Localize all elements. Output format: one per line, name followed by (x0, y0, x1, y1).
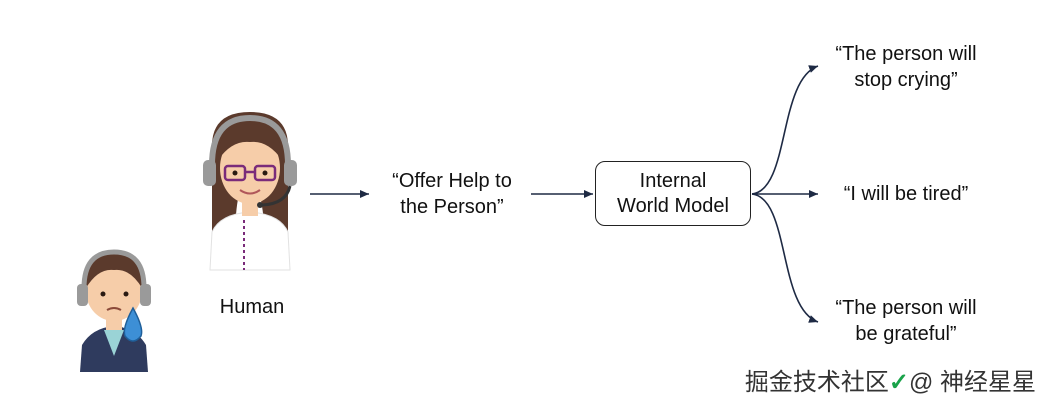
outcome-1-line-1: “The person will (835, 43, 977, 65)
model-line-1: Internal (639, 169, 707, 192)
watermark-at: @ 神经星星 (908, 369, 1036, 396)
human-label-text: Human (219, 296, 285, 318)
action-text: “Offer Help to the Person” (372, 168, 532, 220)
outcome-3: “The person will be grateful” (818, 295, 994, 347)
checkmark-icon: ✓ (888, 369, 909, 396)
internal-world-model-box: Internal World Model (595, 161, 751, 226)
watermark-text: 掘金技术社区 (744, 369, 889, 396)
arrow-model-to-outcome-1 (751, 65, 819, 195)
model-line-2: World Model (617, 194, 729, 217)
tear-drop-icon (123, 306, 143, 342)
human-label: Human (200, 294, 304, 320)
action-line-1: “Offer Help to (392, 170, 512, 192)
watermark: 掘金技术社区✓@ 神经星星 (745, 362, 1036, 397)
outcome-3-line-2: be grateful” (855, 323, 957, 345)
action-line-2: the Person” (400, 196, 504, 218)
outcome-2: “I will be tired” (818, 181, 994, 207)
arrow-model-to-outcome-3 (751, 193, 819, 323)
helper-person-icon (203, 112, 297, 271)
outcome-3-line-1: “The person will (835, 297, 977, 319)
outcome-1-line-2: stop crying” (854, 69, 958, 91)
crying-person-icon (77, 249, 151, 372)
outcome-1: “The person will stop crying” (818, 41, 994, 93)
outcome-2-line-1: “I will be tired” (843, 183, 969, 205)
